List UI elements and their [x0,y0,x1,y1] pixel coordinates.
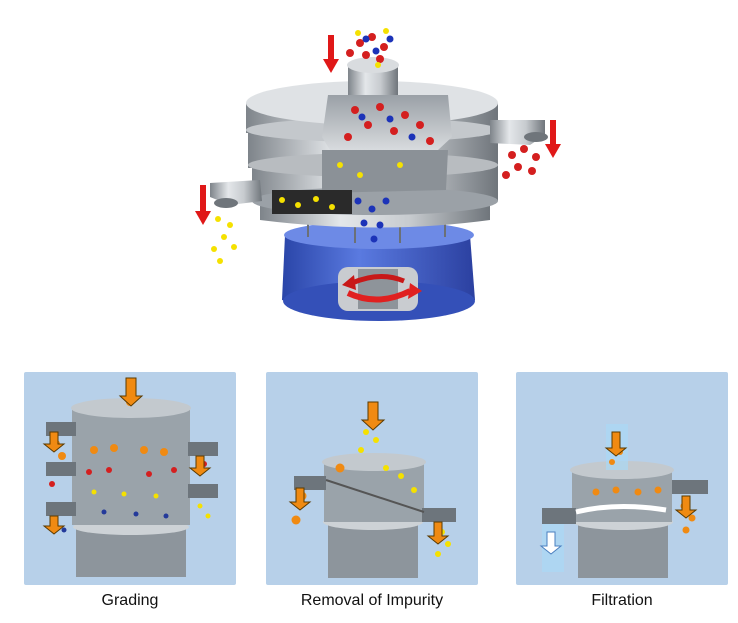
inlet-hopper [347,57,399,95]
particles-blue [51,509,169,533]
outlet-spouts [210,120,548,208]
particles-yellow [358,429,451,557]
grading-panel [24,372,236,585]
panel-base [578,522,668,578]
caption-removal-of-impurity: Removal of Impurity [300,592,444,609]
particles-yellow [211,28,403,264]
down-arrow-icon [604,431,698,519]
caption-filtration: Filtration [591,592,653,609]
vibrating-separator-illustration [195,28,561,321]
fine-outlet-chamber [272,190,352,214]
panel-base [76,527,186,577]
rotation-arrows-icon [342,274,422,303]
filtration-diagram [516,372,728,585]
down-arrow-icon [42,377,212,535]
removal-panel [266,372,478,585]
stacked-decks [72,407,190,525]
filtration-panel [516,372,728,585]
liquid-flow [575,503,667,515]
panel-base [328,522,418,578]
particles-yellow [91,489,211,519]
caption-grading: Grading [101,592,159,609]
down-arrow-icon [539,531,563,555]
down-arrow-icon [195,35,561,225]
down-arrow-icon [288,401,450,545]
particles-blue [354,35,416,243]
cutaway-lower [322,150,448,193]
particles-red [344,33,540,179]
grading-diagram [24,372,236,585]
removal-diagram [266,372,478,585]
machine-base [282,221,475,321]
